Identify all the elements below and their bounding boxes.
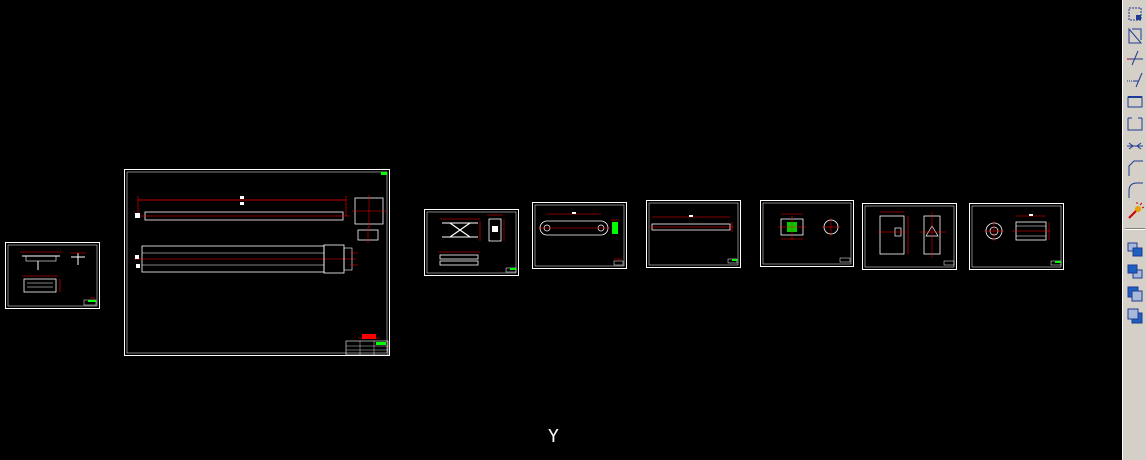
copy-icon: [1128, 27, 1143, 44]
drawing-sheet-1[interactable]: [5, 242, 100, 309]
trim-icon: [1127, 50, 1143, 66]
ucs-y-axis-label: Y: [548, 426, 559, 447]
break-icon: [1127, 117, 1143, 131]
drawing-sheet-5[interactable]: [646, 200, 741, 268]
explode-icon: [1128, 202, 1145, 219]
explode-tool-button[interactable]: [1125, 202, 1145, 222]
break-at-point-tool-button[interactable]: [1125, 92, 1145, 112]
drawing-sheet-2[interactable]: [124, 169, 390, 356]
bring-to-front-icon: [1127, 242, 1143, 257]
fillet-icon: [1128, 182, 1143, 198]
send-to-back-tool-button[interactable]: [1125, 262, 1145, 282]
toolbar-separator: [1125, 228, 1145, 230]
bring-above-objects-tool-button[interactable]: [1125, 284, 1145, 304]
extend-icon: [1127, 72, 1143, 88]
send-to-back-icon: [1127, 264, 1143, 279]
drawing-sheet-3[interactable]: [424, 209, 519, 276]
send-under-objects-icon: [1127, 308, 1143, 324]
trim-tool-button[interactable]: [1125, 48, 1145, 68]
drawing-sheet-4[interactable]: [532, 202, 627, 269]
erase-tool-button[interactable]: [1125, 4, 1145, 24]
model-space[interactable]: [0, 0, 1122, 460]
drawing-sheet-6[interactable]: [760, 200, 854, 267]
drawing-canvas[interactable]: Y: [0, 0, 1122, 460]
drawing-sheet-7[interactable]: [862, 203, 957, 270]
fillet-tool-button[interactable]: [1125, 180, 1145, 200]
modify-toolbar: [1122, 0, 1146, 460]
extend-tool-button[interactable]: [1125, 70, 1145, 90]
break-at-point-icon: [1127, 96, 1143, 108]
chamfer-icon: [1128, 160, 1143, 176]
bring-to-front-tool-button[interactable]: [1125, 240, 1145, 260]
join-icon: [1127, 142, 1143, 150]
drawing-sheet-8[interactable]: [969, 203, 1064, 270]
bring-above-objects-icon: [1127, 286, 1143, 302]
break-tool-button[interactable]: [1125, 114, 1145, 134]
chamfer-tool-button[interactable]: [1125, 158, 1145, 178]
join-tool-button[interactable]: [1125, 136, 1145, 156]
erase-icon: [1128, 7, 1142, 21]
copy-tool-button[interactable]: [1125, 26, 1145, 46]
send-under-objects-tool-button[interactable]: [1125, 306, 1145, 326]
